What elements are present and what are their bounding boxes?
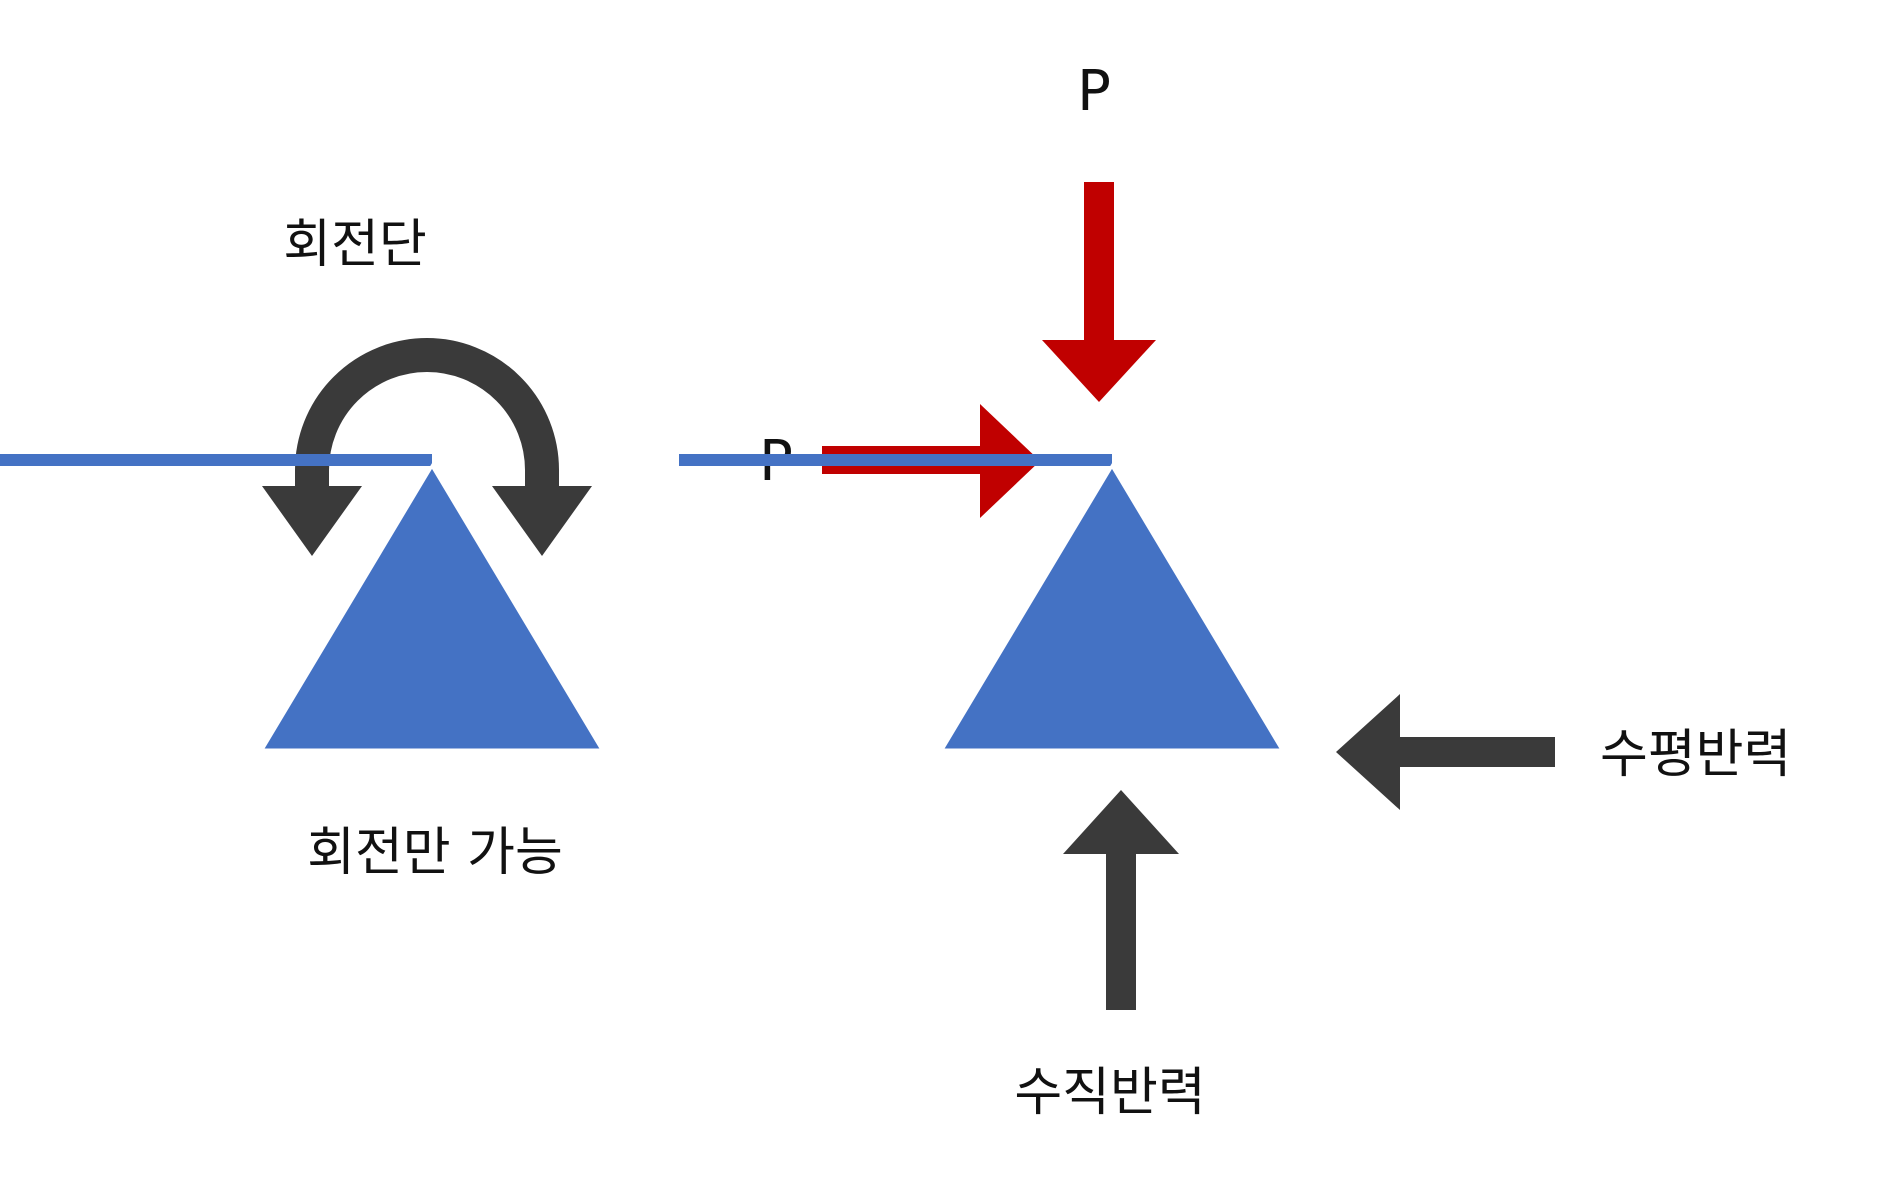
vertical-reaction-label: 수직반력	[1014, 1063, 1205, 1123]
pin-support-group: P P 수평반력 수직반력	[679, 59, 1791, 1123]
horizontal-reaction-arrow-shaft	[1395, 737, 1555, 767]
hinge-support-group: 회전단 회전만 가능	[0, 215, 605, 883]
rotation-end-label: 회전단	[283, 215, 427, 275]
rotation-arrow-arc	[295, 338, 559, 490]
rotation-arrowhead-left	[262, 486, 362, 556]
hinge-support-triangle	[259, 463, 605, 752]
vertical-reaction-arrow-shaft	[1106, 850, 1136, 1010]
pin-support-triangle	[939, 463, 1285, 752]
horizontal-reaction-arrowhead	[1336, 694, 1400, 810]
horizontal-reaction-label: 수평반력	[1600, 725, 1791, 785]
rotation-arrowhead-right	[492, 486, 592, 556]
vertical-load-arrow-shaft	[1084, 182, 1114, 344]
rotation-only-label: 회전만 가능	[307, 823, 563, 883]
vertical-load-arrowhead	[1042, 340, 1156, 402]
vertical-reaction-arrowhead	[1063, 790, 1179, 854]
vertical-load-label: P	[1077, 59, 1111, 124]
